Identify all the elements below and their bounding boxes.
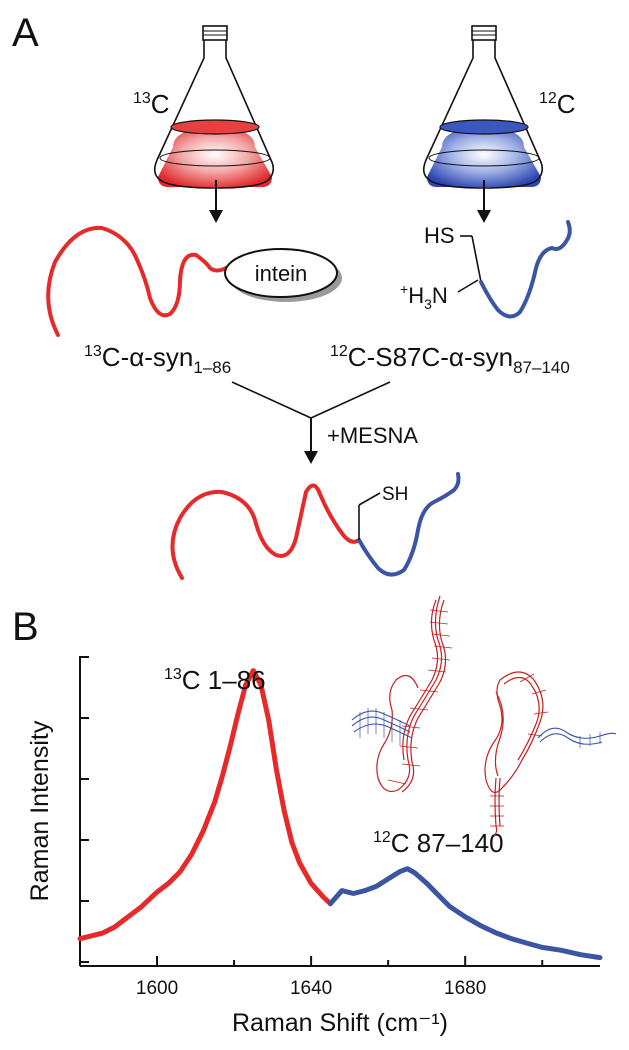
peak-13c-label: 13C 1–86 bbox=[164, 665, 266, 695]
flask-13c-icon bbox=[153, 25, 275, 189]
x-tick-label: 1640 bbox=[290, 978, 332, 999]
intein-label: intein bbox=[255, 261, 308, 286]
merge-arrow-icon bbox=[231, 381, 391, 464]
chart-axes bbox=[79, 656, 600, 967]
series-line-12c bbox=[327, 866, 603, 961]
fragment-12c-label: 12C-S87C-α-syn87–140 bbox=[330, 342, 570, 377]
x-tick-label: 1600 bbox=[136, 978, 178, 999]
y-ticks bbox=[80, 656, 89, 963]
flask-13c-label: 13C bbox=[133, 89, 170, 119]
panel-b-letter: B bbox=[12, 605, 39, 649]
protein-chain-13c bbox=[46, 225, 228, 337]
flask-12c-label: 12C bbox=[539, 89, 576, 119]
fragment-13c-label: 13C-α-syn1–86 bbox=[84, 342, 231, 377]
x-tick-label: 1680 bbox=[444, 978, 486, 999]
product-chain-blue bbox=[357, 472, 461, 577]
x-axis-title: Raman Shift (cm⁻¹) bbox=[232, 1009, 448, 1037]
fibril-structure-image bbox=[351, 595, 617, 837]
amine-label: +H3N bbox=[400, 281, 448, 312]
arrow-down-icon bbox=[209, 180, 223, 223]
flask-12c-icon bbox=[422, 25, 544, 189]
spectrum-series bbox=[77, 668, 603, 961]
intein-ellipse bbox=[224, 248, 338, 298]
arrow-down-icon bbox=[477, 180, 491, 223]
peak-12c-label: 12C 87–140 bbox=[373, 828, 504, 858]
y-axis-title: Raman Intensity bbox=[26, 720, 54, 901]
product-chain-red bbox=[170, 483, 361, 580]
x-ticks: 1600 1640 1680 bbox=[79, 956, 544, 999]
series-line-13c bbox=[77, 668, 333, 942]
reagent-label: +MESNA bbox=[327, 423, 418, 448]
protein-chain-12c bbox=[479, 220, 572, 319]
panel-a-letter: A bbox=[12, 11, 39, 55]
sh-label: SH bbox=[382, 484, 408, 505]
hs-label: HS bbox=[424, 223, 455, 248]
